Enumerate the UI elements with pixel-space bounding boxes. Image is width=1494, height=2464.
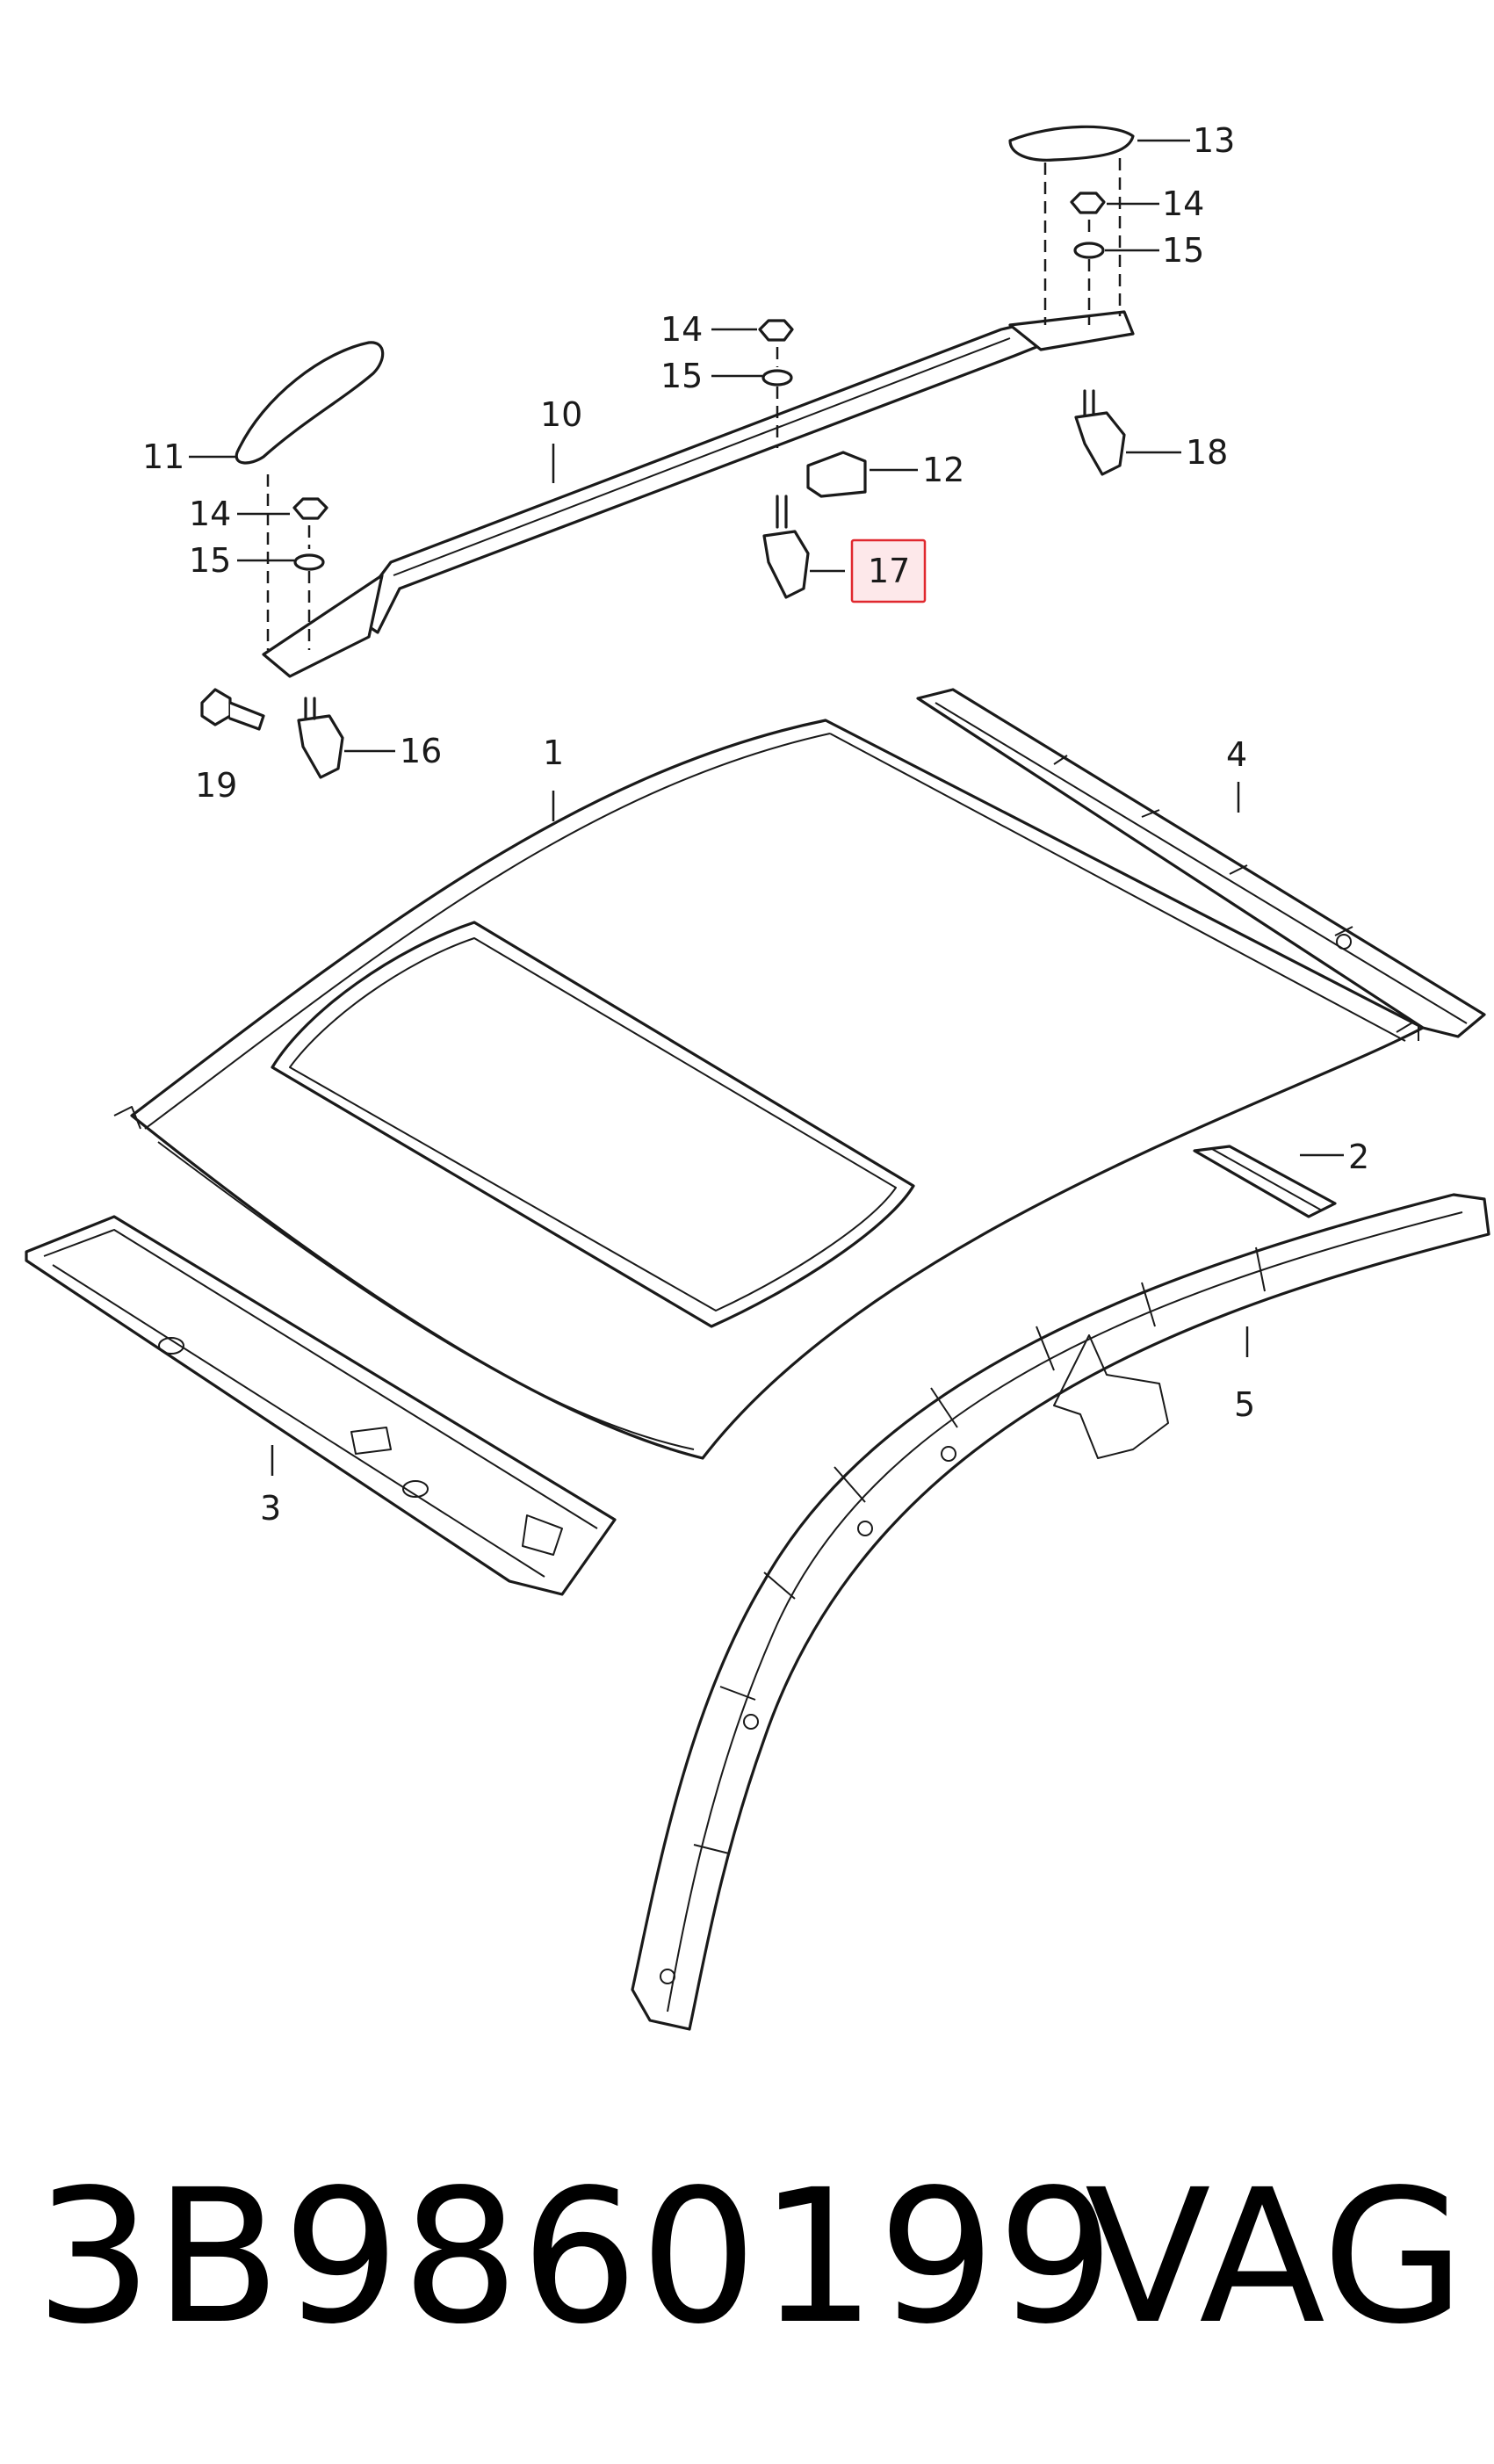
leader-lines <box>189 139 1344 1476</box>
callout-3: 3 <box>260 1489 281 1528</box>
callout-1: 1 <box>543 733 564 772</box>
brand-name: VAG <box>1085 2150 1465 2365</box>
callout-labels: 1 2 3 4 5 10 11 12 13 14 14 14 15 15 15 … <box>142 121 1369 1528</box>
callout-14-center: 14 <box>660 310 703 349</box>
bolt <box>200 688 265 731</box>
callout-15-right: 15 <box>1162 231 1204 270</box>
side-rail-right <box>916 688 1486 1038</box>
rail-end-cap-rear <box>1008 125 1135 162</box>
roof-reinforcement <box>1193 1145 1337 1218</box>
nut-washer-sets <box>266 158 1122 650</box>
parts-diagram: 1 2 3 4 5 10 11 12 13 14 14 14 15 15 15 … <box>25 121 1490 2031</box>
callout-14-left: 14 <box>189 495 231 533</box>
mounting-brackets <box>297 389 1126 779</box>
cover-clip <box>806 451 867 498</box>
callout-17: 17 <box>868 552 910 590</box>
callout-13: 13 <box>1193 121 1235 160</box>
callout-15-left: 15 <box>189 541 231 580</box>
part-number: 3B9860199 <box>35 2150 1116 2365</box>
callout-14-right: 14 <box>1162 184 1204 223</box>
rail-end-cap-front <box>235 341 385 465</box>
callout-10: 10 <box>540 395 582 434</box>
callout-11: 11 <box>142 437 184 476</box>
roof-rail-bar <box>262 310 1135 678</box>
callout-18: 18 <box>1186 433 1228 472</box>
callout-5: 5 <box>1234 1385 1255 1424</box>
callout-19: 19 <box>195 766 237 805</box>
side-roof-arch <box>631 1193 1490 2031</box>
roof-panel <box>113 719 1425 1460</box>
callout-2: 2 <box>1348 1138 1369 1176</box>
front-cross-member <box>25 1215 617 1596</box>
callout-16: 16 <box>400 732 442 770</box>
callout-4: 4 <box>1226 735 1247 774</box>
callout-17-highlight <box>850 538 927 603</box>
footer: 3B9860199 VAG <box>0 2143 1494 2372</box>
callout-12: 12 <box>922 451 964 489</box>
callout-15-center: 15 <box>660 357 703 395</box>
